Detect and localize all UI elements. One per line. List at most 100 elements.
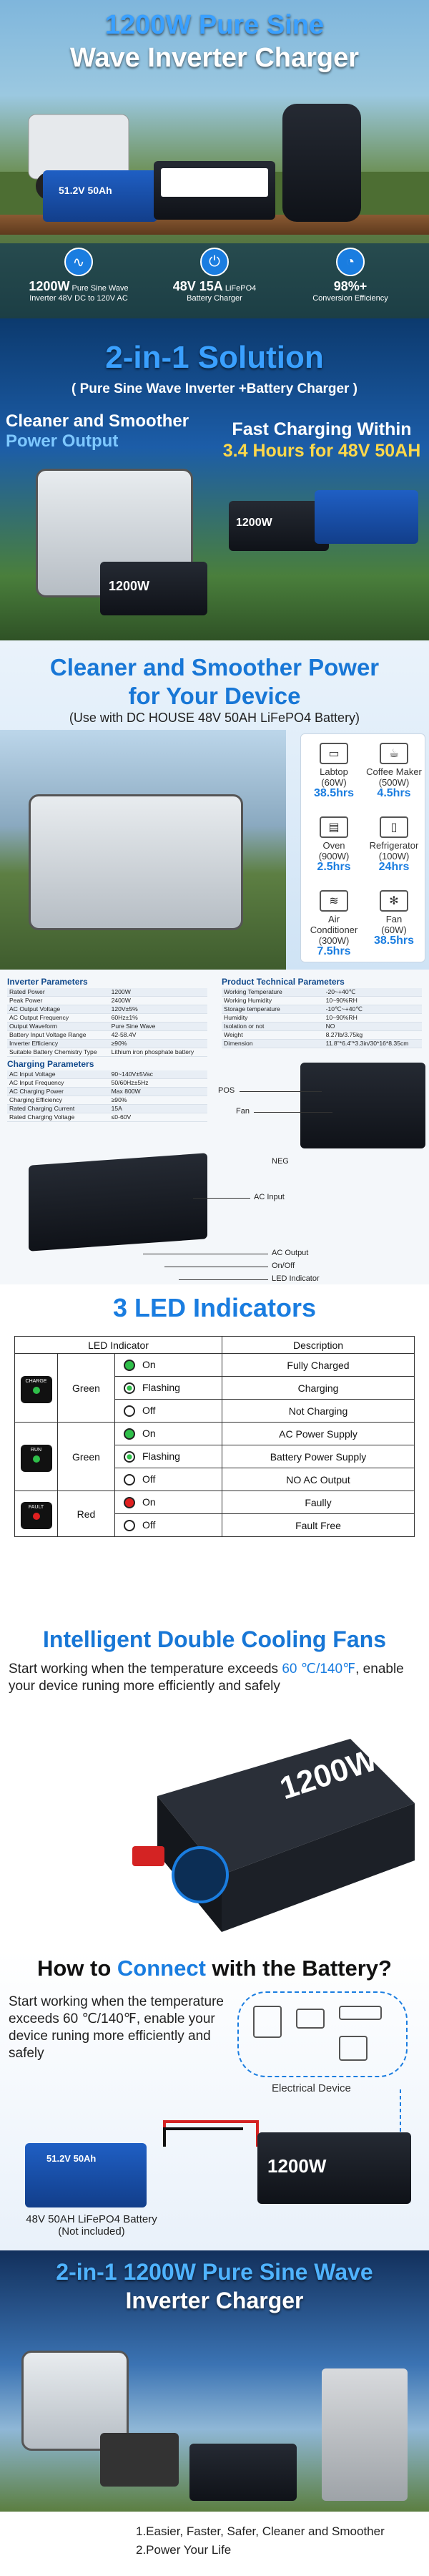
inverter-image: 1200W: [100, 562, 207, 615]
spec-value: 60Hz±1%: [111, 1014, 138, 1021]
laptop-icon: ▭: [320, 743, 348, 764]
led-state: Off: [114, 1513, 222, 1537]
sine-wave-icon: ∿: [64, 248, 93, 276]
spec-row: Charging Efficiency≥90%: [7, 1096, 207, 1105]
laptop-image: [100, 2433, 179, 2487]
spec-value: 1200W: [111, 988, 131, 995]
coffee-maker-icon: ☕: [380, 743, 408, 764]
technical-parameters-table: Product Technical Parameters Working Tem…: [222, 977, 422, 1048]
spec-row: Storage temperature-10℃~+40℃: [222, 1005, 422, 1014]
hero-title: 1200W Pure Sine Wave Inverter Charger: [69, 10, 360, 73]
spec-value: 10~90%RH: [325, 1014, 358, 1021]
spec-row: Peak Power 2400W: [7, 997, 207, 1005]
inverter-image: [154, 161, 275, 220]
battery-image: 51.2V 50Ah: [25, 2143, 147, 2207]
spec-key: Humidity: [224, 1014, 248, 1021]
led-description: Fault Free: [222, 1513, 415, 1537]
spec-value: 50/60Hz±5Hz: [111, 1079, 149, 1086]
fan-icon: ✻: [380, 890, 408, 912]
led-badge-label: FAULT: [28, 1504, 44, 1510]
spec-row: Rated Charging Voltage≤0-60V: [7, 1113, 207, 1122]
led-state: On: [114, 1353, 222, 1377]
led-color: Red: [57, 1491, 115, 1537]
led-state: On: [114, 1422, 222, 1445]
led-state: Off: [114, 1468, 222, 1491]
feature-item: ◔ 98%+ Conversion Efficiency: [286, 248, 415, 303]
spec-key: Weight: [224, 1031, 243, 1038]
led-color: Green: [57, 1353, 115, 1423]
led-description: AC Power Supply: [222, 1422, 415, 1445]
spec-key: AC Charging Power: [9, 1088, 64, 1095]
spec-key: Rated Power: [9, 988, 45, 995]
led-dot-icon: [124, 1497, 135, 1509]
spec-row: AC Input Frequency 50/60Hz±5Hz: [7, 1079, 207, 1088]
spec-row: Humidity 10~90%RH: [222, 1014, 422, 1023]
led-dot-icon: [124, 1520, 135, 1532]
battery-caption: 48V 50AH LiFePO4 Battery (Not included): [26, 2213, 157, 2238]
device-item: ✻ Fan(60W)38.5hrs: [364, 890, 424, 947]
oven-icon: [339, 2036, 368, 2061]
spec-key: Rated Charging Voltage: [9, 1113, 75, 1121]
closing-section: 2-in-1 1200W Pure Sine Wave Inverter Cha…: [0, 2250, 429, 2576]
spec-value: Pure Sine Wave: [111, 1023, 156, 1030]
section-paragraph: Start working when the temperature excee…: [9, 1994, 224, 2061]
refrigerator-icon: [253, 2006, 282, 2038]
led-indicators-section: 3 LED Indicators LED Indicator Descripti…: [0, 1284, 429, 1621]
led-dot-icon: [124, 1360, 135, 1372]
section-paragraph: Start working when the temperature excee…: [9, 1662, 404, 1694]
device-runtime-section: Cleaner and Smoother Power for Your Devi…: [0, 640, 429, 970]
spec-key: Rated Charging Current: [9, 1105, 75, 1112]
spec-key: Working Temperature: [224, 988, 282, 995]
led-state: Flashing: [114, 1445, 222, 1468]
led-state: Off: [114, 1399, 222, 1423]
connection-section: How to Connect with the Battery? Start w…: [0, 1950, 429, 2250]
ac-input-label: AC Input: [254, 1193, 285, 1201]
led-description: Faully: [222, 1491, 415, 1514]
golf-cart-scene: [0, 730, 286, 970]
led-dot-icon: [124, 1428, 135, 1440]
electrical-device-group: [237, 1991, 408, 2077]
section-title: 3 LED Indicators: [112, 1293, 317, 1322]
section-subtitle: ( Pure Sine Wave Inverter +Battery Charg…: [71, 381, 358, 396]
spec-key: AC Input Frequency: [9, 1079, 64, 1086]
led-color: Green: [57, 1422, 115, 1491]
spec-value: 2400W: [111, 997, 131, 1004]
espresso-machine-image: [322, 2368, 408, 2501]
spec-value: 90~140V±5Vac: [111, 1070, 153, 1078]
spec-key: Working Humidity: [224, 997, 272, 1004]
led-indicator-label: LED Indicator: [272, 1274, 320, 1283]
spec-key: Peak Power: [9, 997, 43, 1004]
ac-output-label: AC Output: [272, 1249, 309, 1257]
electrical-device-label: Electrical Device: [272, 2082, 351, 2094]
section-title: 2-in-1 Solution: [105, 340, 324, 375]
spec-key: Charging Efficiency: [9, 1096, 62, 1103]
led-description: Fully Charged: [222, 1353, 415, 1377]
spec-key: Suitable Battery Chemistry Type: [9, 1048, 97, 1055]
led-badge: RUN: [14, 1422, 58, 1491]
feature-item: ⏻ 48V 15A LiFePO4 Battery Charger: [150, 248, 279, 303]
pos-label: POS: [218, 1086, 235, 1095]
led-description: Charging: [222, 1376, 415, 1400]
spec-value: 120V±5%: [111, 1005, 138, 1013]
led-dot-icon: [124, 1451, 135, 1463]
table-header: Description: [222, 1336, 415, 1354]
led-icon: FAULT: [20, 1501, 52, 1529]
oven-icon: ▤: [320, 816, 348, 838]
microwave-icon: [296, 2009, 325, 2029]
led-dot-icon: [124, 1382, 135, 1395]
device-item: ▭ Labtop(60W)38.5hrs: [304, 743, 364, 799]
cooling-fans-section: Intelligent Double Cooling Fans Start wo…: [0, 1621, 429, 1950]
device-item: ≋ Air Conditioner(300W)7.5hrs: [304, 890, 364, 957]
led-state: On: [114, 1491, 222, 1514]
feature-bar: ∿ 1200W Pure Sine Wave Inverter 48V DC t…: [0, 243, 429, 318]
